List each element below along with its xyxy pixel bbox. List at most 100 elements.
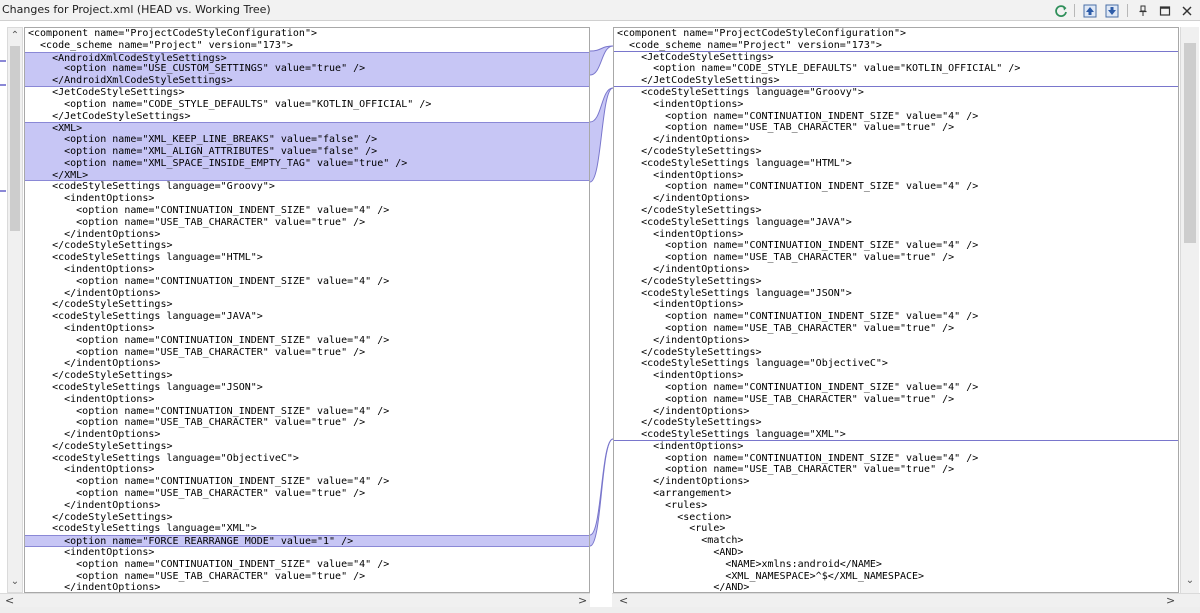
scroll-right-icon[interactable]: > bbox=[1166, 594, 1176, 607]
change-marker bbox=[0, 190, 6, 192]
status-strip bbox=[0, 607, 1200, 613]
left-code-line: <codeStyleSettings language="HTML"> bbox=[28, 252, 263, 264]
connector-block-3 bbox=[589, 438, 614, 547]
connector-block-1 bbox=[589, 45, 614, 76]
left-code-line: <codeStyleSettings language="Groovy"> bbox=[28, 181, 275, 193]
left-code-line: <option name="CONTINUATION_INDENT_SIZE" … bbox=[28, 476, 390, 488]
diff-divider bbox=[589, 27, 614, 593]
right-horizontal-scrollbar[interactable]: < > bbox=[612, 593, 1200, 607]
left-code-line: <option name="XML_ALIGN_ATTRIBUTES" valu… bbox=[25, 145, 589, 158]
right-code-line: </codeStyleSettings> bbox=[617, 346, 762, 358]
right-code-line: <option name="CONTINUATION_INDENT_SIZE" … bbox=[617, 381, 979, 393]
left-code-line: <option name="XML_KEEP_LINE_BREAKS" valu… bbox=[25, 134, 589, 146]
right-diff-pane[interactable]: <component name="ProjectCodeStyleConfigu… bbox=[613, 27, 1179, 593]
right-code-line: <indentOptions> bbox=[617, 440, 744, 452]
right-code-line: <indentOptions> bbox=[617, 299, 744, 311]
left-code-line: <indentOptions> bbox=[28, 193, 155, 205]
right-code-line: </codeStyleSettings> bbox=[617, 145, 762, 157]
toolbar-separator bbox=[1127, 4, 1128, 17]
right-code-line: <option name="CONTINUATION_INDENT_SIZE" … bbox=[617, 110, 979, 122]
right-code-line: <codeStyleSettings language="XML"> bbox=[614, 429, 1178, 441]
right-code-line: </indentOptions> bbox=[617, 263, 750, 275]
left-scroll-thumb[interactable] bbox=[10, 46, 20, 231]
right-code-line: </codeStyleSettings> bbox=[617, 204, 762, 216]
left-code-line: <option name="CODE_STYLE_DEFAULTS" value… bbox=[28, 98, 432, 110]
left-code-line: <option name="CONTINUATION_INDENT_SIZE" … bbox=[28, 204, 390, 216]
right-code-line: <code_scheme name="Project" version="173… bbox=[614, 40, 1178, 52]
left-horizontal-scrollbar[interactable]: < > bbox=[0, 593, 590, 607]
right-code-line: <codeStyleSettings language="Groovy"> bbox=[617, 86, 864, 98]
right-code-line: <XML_NAMESPACE>^$</XML_NAMESPACE> bbox=[617, 570, 925, 582]
connector-block-2 bbox=[589, 87, 614, 183]
left-code-line: <option name="FORCE_REARRANGE_MODE" valu… bbox=[25, 535, 589, 548]
refresh-icon bbox=[1055, 4, 1067, 17]
right-code-line: <AND> bbox=[617, 547, 744, 559]
pin-icon bbox=[1139, 5, 1147, 16]
left-code-line: </indentOptions> bbox=[28, 287, 161, 299]
left-code-line: <option name="CONTINUATION_INDENT_SIZE" … bbox=[28, 334, 390, 346]
next-change-button[interactable] bbox=[1103, 2, 1121, 19]
scroll-left-icon[interactable]: < bbox=[5, 594, 15, 607]
right-code-line: <option name="USE_TAB_CHARACTER" value="… bbox=[617, 464, 955, 476]
right-code-line: <NAME>xmlns:android</NAME> bbox=[617, 558, 882, 570]
right-code-line: <codeStyleSettings language="ObjectiveC"… bbox=[617, 358, 888, 370]
previous-change-button[interactable] bbox=[1081, 2, 1099, 19]
pin-button[interactable] bbox=[1134, 2, 1152, 19]
scroll-left-icon[interactable]: < bbox=[619, 594, 629, 607]
left-code-line: </codeStyleSettings> bbox=[28, 440, 173, 452]
left-code-line: <JetCodeStyleSettings> bbox=[28, 86, 185, 98]
left-code-line: </indentOptions> bbox=[28, 429, 161, 441]
right-code-line: </codeStyleSettings> bbox=[617, 417, 762, 429]
left-code-line: <option name="CONTINUATION_INDENT_SIZE" … bbox=[28, 275, 390, 287]
right-code-line: <match> bbox=[617, 535, 744, 547]
close-button[interactable] bbox=[1178, 2, 1196, 19]
left-code-line: <option name="XML_SPACE_INSIDE_EMPTY_TAG… bbox=[25, 157, 589, 170]
close-icon bbox=[1182, 6, 1192, 15]
right-code-line: <option name="CONTINUATION_INDENT_SIZE" … bbox=[617, 452, 979, 464]
right-code-line: </indentOptions> bbox=[617, 334, 750, 346]
maximize-button[interactable] bbox=[1156, 2, 1174, 19]
left-code-line: </indentOptions> bbox=[28, 228, 161, 240]
right-code-line: <indentOptions> bbox=[617, 169, 744, 181]
left-code-line: </JetCodeStyleSettings> bbox=[28, 110, 191, 122]
scroll-down-icon[interactable]: ⌄ bbox=[10, 576, 20, 587]
right-code-line: <option name="CONTINUATION_INDENT_SIZE" … bbox=[617, 311, 979, 323]
right-code-line: <codeStyleSettings language="JAVA"> bbox=[617, 216, 852, 228]
left-code-line: <option name="CONTINUATION_INDENT_SIZE" … bbox=[28, 558, 390, 570]
left-vertical-scrollbar[interactable]: ⌃ ⌄ bbox=[7, 27, 23, 593]
right-code-line: <option name="CODE_STYLE_DEFAULTS" value… bbox=[617, 63, 1021, 75]
right-code-line: <codeStyleSettings language="JSON"> bbox=[617, 287, 852, 299]
left-code-line: </codeStyleSettings> bbox=[28, 240, 173, 252]
right-code-line: <indentOptions> bbox=[617, 370, 744, 382]
left-code-line: <codeStyleSettings language="XML"> bbox=[28, 523, 257, 535]
left-code-line: <option name="USE_TAB_CHARACTER" value="… bbox=[28, 488, 366, 500]
right-code-line: <section> bbox=[617, 511, 732, 523]
right-code-line: <option name="CONTINUATION_INDENT_SIZE" … bbox=[617, 240, 979, 252]
left-code-line: <option name="USE_TAB_CHARACTER" value="… bbox=[28, 216, 366, 228]
left-diff-pane[interactable]: <component name="ProjectCodeStyleConfigu… bbox=[24, 27, 590, 593]
left-code-line: <option name="CONTINUATION_INDENT_SIZE" … bbox=[28, 405, 390, 417]
scroll-down-icon[interactable]: ⌄ bbox=[1185, 575, 1195, 586]
right-vertical-scrollbar[interactable]: ⌄ bbox=[1180, 27, 1199, 593]
left-code-line: <codeStyleSettings language="JSON"> bbox=[28, 381, 263, 393]
scroll-right-icon[interactable]: > bbox=[578, 594, 588, 607]
right-code-line: <component name="ProjectCodeStyleConfigu… bbox=[617, 28, 906, 39]
right-scroll-thumb[interactable] bbox=[1184, 43, 1196, 243]
left-code-line: </codeStyleSettings> bbox=[28, 370, 173, 382]
right-code-line: <option name="CONTINUATION_INDENT_SIZE" … bbox=[617, 181, 979, 193]
right-code-line: <option name="USE_TAB_CHARACTER" value="… bbox=[617, 252, 955, 264]
previous-change-icon bbox=[1083, 4, 1097, 17]
left-code-line: <component name="ProjectCodeStyleConfigu… bbox=[28, 28, 317, 39]
right-code-line: </indentOptions> bbox=[617, 476, 750, 488]
right-code-line: </codeStyleSettings> bbox=[617, 275, 762, 287]
left-code-line: <indentOptions> bbox=[28, 263, 155, 275]
left-code-line: <option name="USE_CUSTOM_SETTINGS" value… bbox=[25, 63, 589, 76]
title-bar: Changes for Project.xml (HEAD vs. Workin… bbox=[0, 0, 1200, 21]
right-code-line: <rules> bbox=[617, 499, 708, 511]
left-code-line: </AndroidXmlCodeStyleSettings> bbox=[25, 75, 589, 87]
refresh-button[interactable] bbox=[1052, 2, 1070, 19]
scroll-up-icon[interactable]: ⌃ bbox=[10, 30, 20, 41]
toolbar-separator bbox=[1074, 4, 1075, 17]
right-code-line: </indentOptions> bbox=[617, 193, 750, 205]
change-marker bbox=[0, 60, 6, 62]
